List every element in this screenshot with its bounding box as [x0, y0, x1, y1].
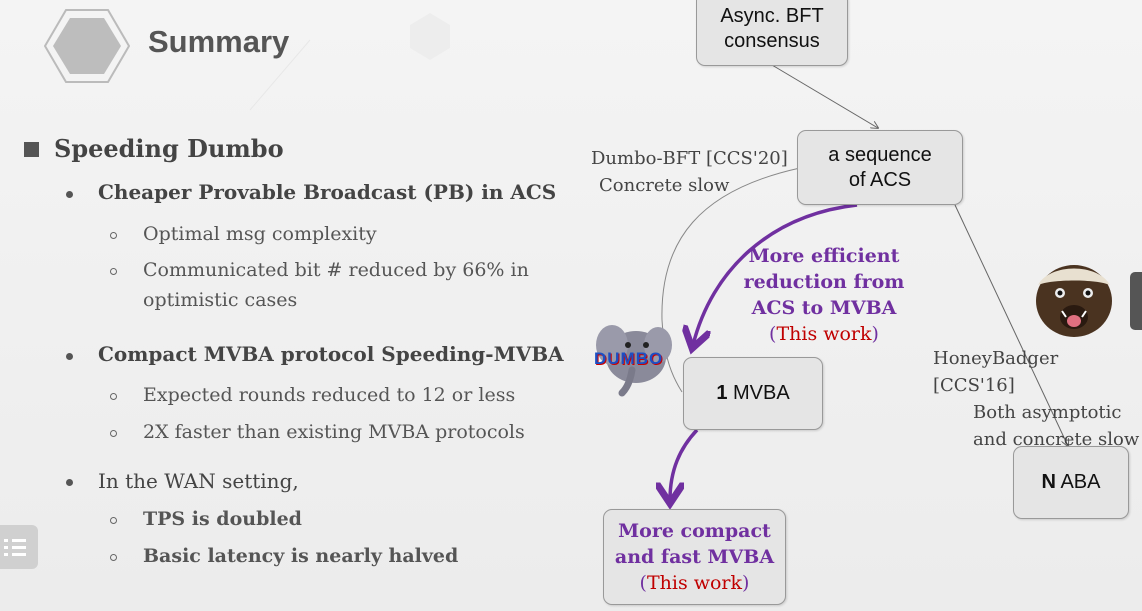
reduction-line-1: More efficient: [748, 245, 900, 267]
mvba-box: 1 MVBA: [683, 357, 823, 430]
elephant-icon: [596, 325, 672, 397]
sub-item: Basic latency is nearly halved: [143, 545, 459, 567]
section-heading: Speeding Dumbo: [54, 134, 284, 163]
dumbo-elephant-logo: DUMBO: [592, 315, 678, 397]
dumbo-note-line-1: Dumbo-BFT [CCS'20]: [591, 148, 788, 169]
bullet-mvba: Compact MVBA protocol Speeding-MVBA: [98, 342, 564, 366]
result-this-work: This work: [646, 572, 743, 594]
sub-bullet-icon: [110, 430, 117, 437]
background-hexagons: [249, 13, 450, 111]
sub-bullet-icon: [110, 517, 117, 524]
mvba-label: MVBA: [727, 382, 790, 404]
honey-badger-icon: [1036, 265, 1112, 337]
bullet-wan: In the WAN setting,: [98, 469, 299, 493]
honeybadger-note: HoneyBadger [CCS'16] Both asymptotic and…: [933, 345, 1142, 453]
sub-item: Communicated bit # reduced by 66% in: [143, 259, 529, 281]
result-paren-close: ): [742, 572, 750, 594]
dumbo-logo-text: DUMBO: [594, 349, 664, 368]
sub-bullet-icon: [110, 232, 117, 239]
dumbo-note: Dumbo-BFT [CCS'20] Concrete slow: [591, 145, 788, 199]
aba-box: N ABA: [1013, 446, 1129, 519]
reduction-paren-close: ): [871, 323, 879, 345]
honeybadger-note-line-1: HoneyBadger [CCS'16]: [933, 348, 1059, 396]
sub-item: 2X faster than existing MVBA protocols: [143, 421, 525, 443]
side-panel-tab[interactable]: [1130, 272, 1142, 330]
dumbo-note-line-2: Concrete slow: [599, 175, 730, 196]
aba-label: ABA: [1055, 471, 1101, 493]
reduction-paren-open: (: [769, 323, 777, 345]
aba-count: N: [1041, 471, 1056, 493]
sub-item: optimistic cases: [143, 289, 298, 311]
consensus-line-2: consensus: [724, 30, 820, 52]
honeybadger-note-line-3: and concrete slow: [973, 429, 1140, 450]
sub-bullet-icon: [110, 393, 117, 400]
section-bullet-icon: [24, 142, 39, 157]
consensus-box: Async. BFT consensus: [696, 0, 848, 66]
result-line-2: and fast MVBA: [614, 546, 775, 568]
reduction-line-3: ACS to MVBA: [751, 297, 897, 319]
acs-line-1: a sequence: [828, 143, 932, 166]
bullet-dot-icon: [66, 353, 73, 360]
honeybadger-note-line-2: Both asymptotic: [973, 402, 1122, 423]
reduction-line-2: reduction from: [743, 271, 905, 293]
reduction-note: More efficient reduction from ACS to MVB…: [740, 243, 908, 347]
result-paren-open: (: [639, 572, 647, 594]
sub-item: Optimal msg complexity: [143, 223, 377, 245]
result-line-1: More compact: [618, 520, 771, 542]
sub-item: Expected rounds reduced to 12 or less: [143, 384, 516, 406]
result-box: More compact and fast MVBA (This work): [603, 509, 786, 605]
sub-bullet-icon: [110, 554, 117, 561]
bullet-pb: Cheaper Provable Broadcast (PB) in ACS: [98, 180, 557, 204]
bullet-dot-icon: [66, 479, 73, 486]
hexagon-logo-icon: [44, 9, 130, 83]
sub-item: TPS is doubled: [143, 508, 302, 530]
page-title: Summary: [148, 24, 290, 59]
bullet-dot-icon: [66, 191, 73, 198]
mvba-count: 1: [716, 382, 728, 404]
sub-bullet-icon: [110, 268, 117, 275]
list-menu-icon: [4, 539, 26, 556]
slide-menu-button[interactable]: [0, 525, 38, 569]
reduction-this-work: This work: [776, 323, 872, 345]
consensus-line-1: Async. BFT: [720, 5, 824, 27]
acs-line-2: of ACS: [848, 168, 912, 191]
